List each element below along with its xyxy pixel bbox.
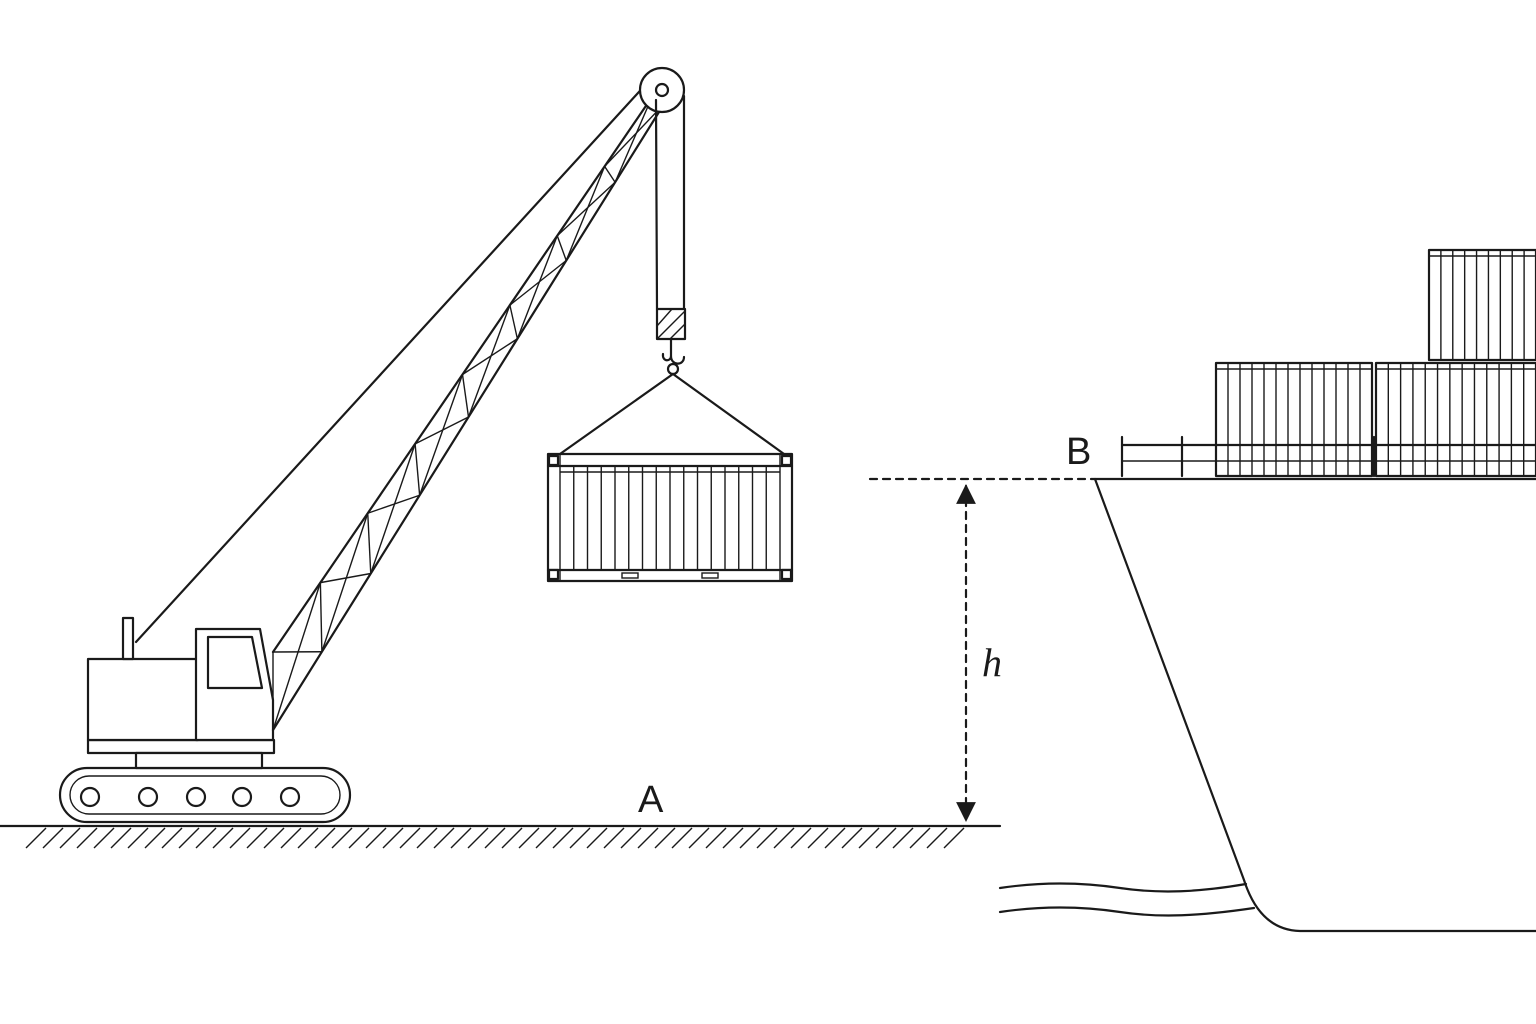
height-dimension [868,477,1097,822]
deck-container-1 [1214,361,1374,478]
label-point-b: B [1066,431,1091,473]
boom-tip-sheave [638,66,686,114]
label-point-a: A [638,779,664,821]
crawler-track [58,766,352,824]
hook-block [655,307,687,376]
deck-container-3 [1427,248,1536,362]
hoist-cable [654,94,686,311]
ground-hatching [25,827,965,849]
ship [1093,248,1536,933]
crane-pedestal [134,751,264,770]
cab-window [206,635,264,690]
suspended-container [546,452,794,583]
crane-base-deck [86,738,276,755]
lifting-slings [558,372,786,456]
ground [0,824,1002,849]
hook-icon [661,337,686,365]
ship-hull [1093,477,1536,933]
lattice-boom [134,80,666,732]
exhaust-pipe [121,616,135,661]
deck-container-2 [1374,361,1536,478]
water-waves [998,882,1256,917]
engine-housing [86,657,200,742]
label-height-h: h [982,640,1002,685]
crane [58,66,794,824]
